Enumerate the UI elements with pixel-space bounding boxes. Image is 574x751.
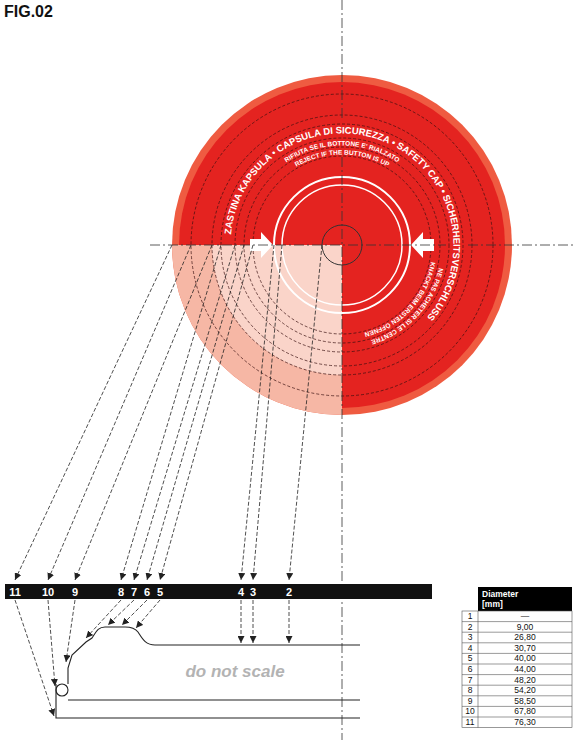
table-cell: 76,30 <box>478 717 572 728</box>
table-cell: 11 <box>462 717 478 728</box>
table-cell: 67,80 <box>478 706 572 717</box>
table-cell: 9,00 <box>478 622 572 633</box>
callout-number: 4 <box>238 586 244 598</box>
note: do not scale <box>185 662 284 682</box>
table-cell: 5 <box>462 653 478 664</box>
table-cell: 9 <box>462 696 478 707</box>
table-cell: 7 <box>462 675 478 686</box>
table-cell: 26,80 <box>478 632 572 643</box>
cap-section <box>56 627 360 718</box>
number-bar <box>5 584 432 599</box>
callout-number: 10 <box>42 586 54 598</box>
callout-number: 11 <box>9 586 21 598</box>
table-cell: 44,00 <box>478 664 572 675</box>
callout-number: 7 <box>131 586 137 598</box>
callout-number: 9 <box>72 586 78 598</box>
table-header: Diameter [mm] <box>482 590 534 609</box>
diameter-table <box>462 587 572 728</box>
callout-number: 5 <box>157 586 163 598</box>
cap-inscription: REJECT IF THE BUTTON IS UP <box>293 148 391 168</box>
table-cell: 58,50 <box>478 696 572 707</box>
table-cell: 30,70 <box>478 643 572 654</box>
cap-inscription: KNACKT BEIM ERSTEN ÖFFNEN <box>364 262 437 339</box>
table-cell: — <box>478 611 572 622</box>
callout-number: 2 <box>286 586 292 598</box>
table-cell: 8 <box>462 685 478 696</box>
callout-number: 3 <box>250 586 256 598</box>
table-cell: 3 <box>462 632 478 643</box>
callout-number: 8 <box>118 586 124 598</box>
table-cell: 10 <box>462 706 478 717</box>
table-cell: 54,20 <box>478 685 572 696</box>
table-cell: 4 <box>462 643 478 654</box>
cap-inscription: ZASTINA KAPSULA • CAPSULA DI SICUREZZA •… <box>222 124 463 323</box>
table-cell: 2 <box>462 622 478 633</box>
table-cell: 6 <box>462 664 478 675</box>
centre-line <box>150 0 574 740</box>
figure-label: FIG.02 <box>4 3 53 21</box>
table-cell: 40,00 <box>478 653 572 664</box>
table-cell: 48,20 <box>478 675 572 686</box>
leader-line <box>15 245 322 580</box>
callout-number: 6 <box>144 586 150 598</box>
table-cell: 1 <box>462 611 478 622</box>
